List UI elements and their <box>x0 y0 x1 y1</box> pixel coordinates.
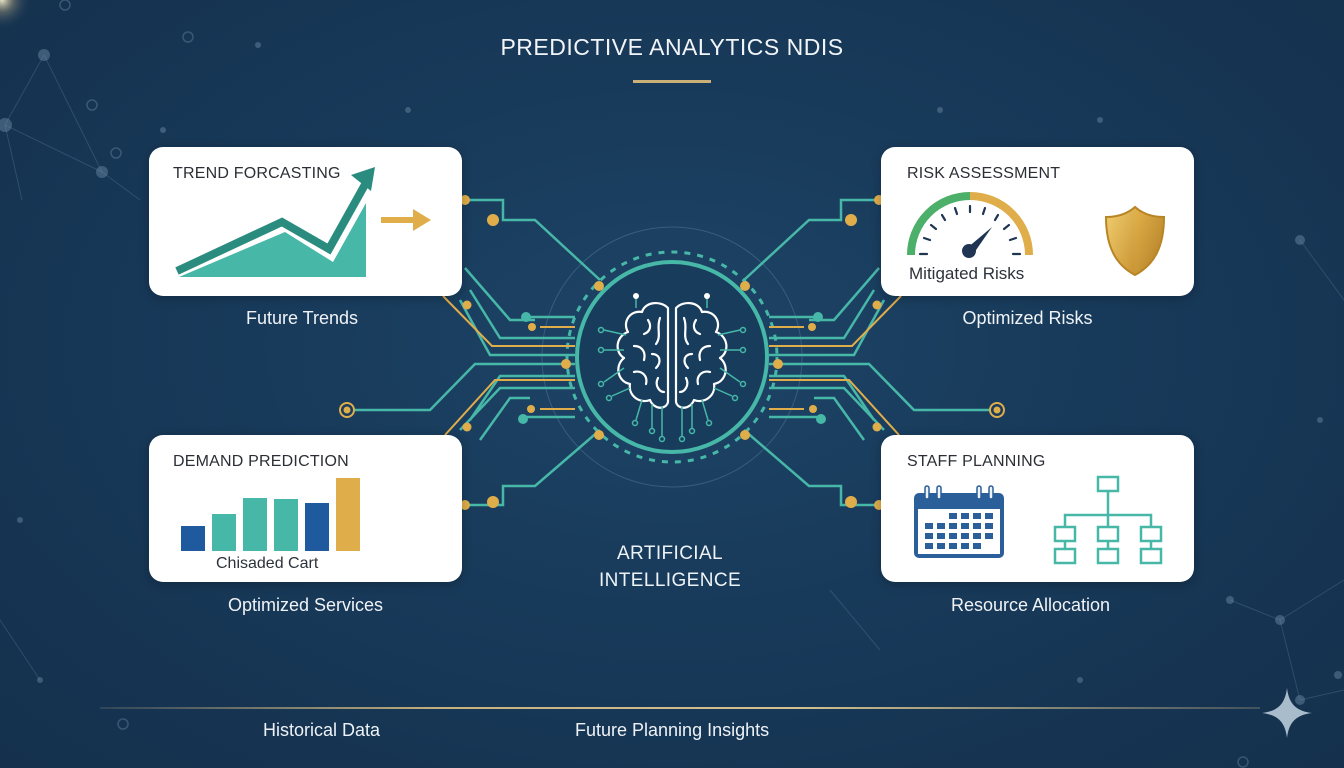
bar <box>305 503 329 551</box>
footer-future-planning-insights: Future Planning Insights <box>575 720 770 740</box>
timeline-line <box>100 707 1260 709</box>
page-title: PREDICTIVE ANALYTICS NDIS <box>500 34 844 60</box>
bar <box>212 514 236 551</box>
footer-historical-data: Historical Data <box>263 720 381 740</box>
gauge-icon <box>907 192 1033 258</box>
bar <box>243 498 267 551</box>
card-trend-forecasting: TREND FORCASTING <box>149 147 462 296</box>
card-title: STAFF PLANNING <box>907 453 1046 470</box>
calendar-icon <box>914 485 1004 558</box>
card-demand-prediction: DEMAND PREDICTION Chisaded Cart <box>149 435 462 582</box>
bar-chart-icon <box>181 475 361 551</box>
brain-icon <box>616 302 728 409</box>
chart-label: Chisaded Cart <box>216 555 319 572</box>
org-chart-icon <box>1053 475 1163 565</box>
caption-resource-allocation: Resource Allocation <box>950 595 1111 615</box>
caption-optimized-risks: Optimized Risks <box>962 308 1093 328</box>
ai-label-line2: INTELLIGENCE <box>598 570 742 591</box>
bar <box>181 526 205 551</box>
caption-future-trends: Future Trends <box>245 308 359 328</box>
card-risk-assessment: RISK ASSESSMENT Mitigated Risks <box>881 147 1194 296</box>
card-title: RISK ASSESSMENT <box>907 165 1061 182</box>
trend-chart-icon <box>175 167 375 277</box>
card-title: TREND FORCASTING <box>173 165 341 182</box>
card-staff-planning: STAFF PLANNING <box>881 435 1194 582</box>
bar <box>274 499 298 551</box>
arrow-right-icon <box>381 209 431 231</box>
ai-label: ARTIFICIAL INTELLIGENCE <box>560 540 780 594</box>
gauge-label: Mitigated Risks <box>909 264 1025 283</box>
ai-label-line1: ARTIFICIAL <box>616 543 724 564</box>
card-title: DEMAND PREDICTION <box>173 453 349 470</box>
shield-icon <box>1104 205 1166 277</box>
sparkle-icon <box>1262 688 1312 738</box>
bar <box>336 478 360 551</box>
caption-optimized-services: Optimized Services <box>227 595 384 615</box>
title-underline <box>633 80 711 83</box>
